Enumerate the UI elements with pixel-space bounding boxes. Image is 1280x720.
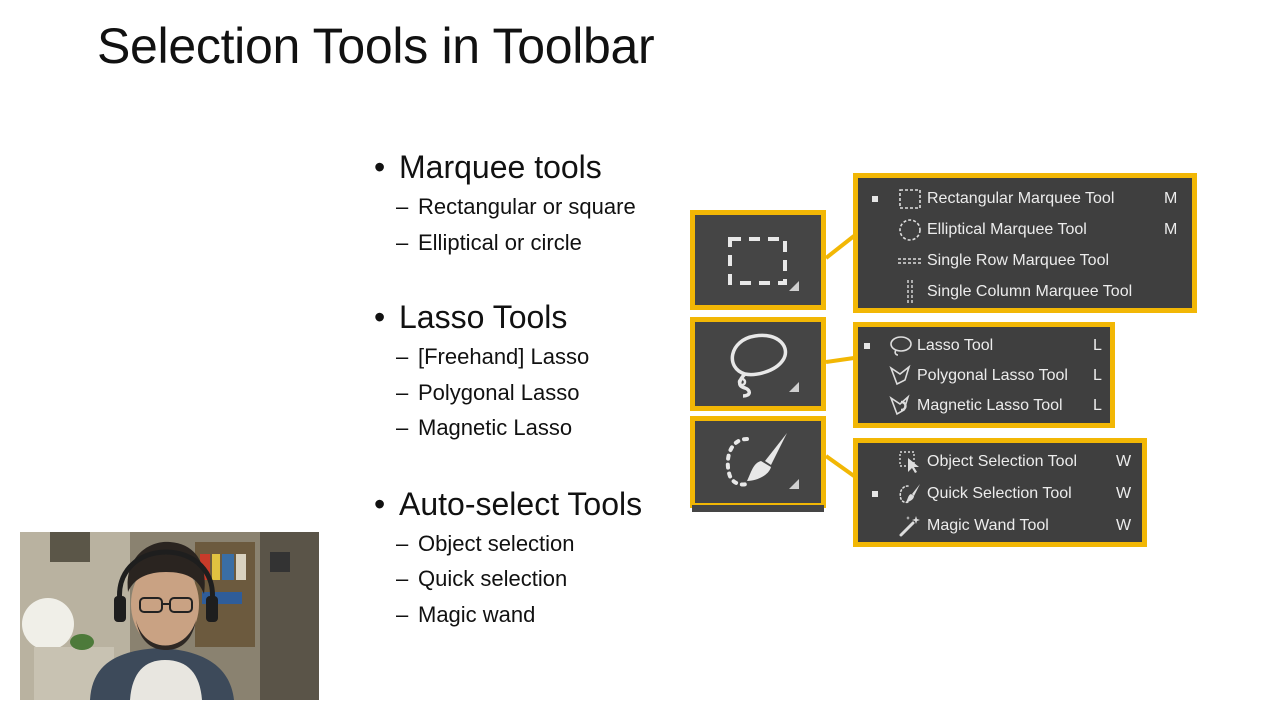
lasso-icon bbox=[730, 333, 788, 398]
selected-indicator bbox=[872, 196, 878, 202]
auto-select-flyout-menu: Object Selection Tool W Quick Selection … bbox=[853, 438, 1147, 547]
spacer bbox=[374, 260, 674, 295]
quick-selection-icon bbox=[899, 484, 920, 504]
slide-title: Selection Tools in Toolbar bbox=[97, 18, 655, 74]
bullet-subitem: –Rectangular or square bbox=[374, 189, 674, 225]
menu-item-label: Single Column Marquee Tool bbox=[927, 283, 1133, 300]
menu-item-label: Elliptical Marquee Tool bbox=[927, 221, 1087, 238]
menu-item-single-column-marquee[interactable]: Single Column Marquee Tool bbox=[858, 277, 1192, 307]
toolbar-edge bbox=[692, 505, 824, 512]
menu-item-quick-selection[interactable]: Quick Selection Tool W bbox=[858, 479, 1142, 509]
menu-item-elliptical-marquee[interactable]: Elliptical Marquee Tool M bbox=[858, 215, 1192, 245]
bullet-subitem: –Magnetic Lasso bbox=[374, 410, 674, 446]
shortcut-key: W bbox=[1116, 517, 1132, 534]
menu-item-label: Rectangular Marquee Tool bbox=[927, 190, 1115, 207]
dash: – bbox=[396, 566, 409, 591]
dash: – bbox=[396, 415, 409, 440]
bullet-heading: Auto-select Tools bbox=[374, 482, 674, 526]
dash: – bbox=[396, 601, 409, 627]
shortcut-key: M bbox=[1164, 221, 1178, 238]
shortcut-key: W bbox=[1116, 485, 1132, 502]
shortcut-key: L bbox=[1093, 397, 1102, 414]
quick-selection-tool-button[interactable] bbox=[690, 416, 826, 508]
selected-indicator bbox=[864, 343, 870, 349]
menu-item-rectangular-marquee[interactable]: Rectangular Marquee Tool M bbox=[858, 184, 1192, 214]
shortcut-key: M bbox=[1164, 190, 1178, 207]
dash: – bbox=[396, 229, 409, 255]
bullet-subitem-text: Quick selection bbox=[418, 566, 568, 591]
menu-item-label: Magic Wand Tool bbox=[927, 517, 1049, 534]
bullet-subitem: –[Freehand] Lasso bbox=[374, 339, 674, 375]
bullet-subitem-text: Rectangular or square bbox=[418, 194, 636, 219]
menu-item-label: Polygonal Lasso Tool bbox=[917, 367, 1068, 384]
bullet-group-marquee: Marquee tools –Rectangular or square –El… bbox=[374, 145, 674, 260]
connector-line bbox=[826, 234, 856, 260]
bullet-subitem: –Elliptical or circle bbox=[374, 225, 674, 261]
polygonal-lasso-icon bbox=[889, 364, 911, 386]
menu-item-single-row-marquee[interactable]: Single Row Marquee Tool bbox=[858, 246, 1192, 276]
spacer bbox=[374, 446, 674, 482]
menu-item-lasso[interactable]: Lasso Tool L bbox=[858, 331, 1110, 361]
bullet-list: Marquee tools –Rectangular or square –El… bbox=[374, 145, 674, 632]
bullet-group-lasso: Lasso Tools –[Freehand] Lasso –Polygonal… bbox=[374, 295, 674, 446]
presenter-video-image bbox=[20, 532, 319, 700]
magnetic-lasso-icon bbox=[889, 394, 910, 416]
bullet-heading: Marquee tools bbox=[374, 145, 674, 189]
selected-indicator bbox=[872, 491, 878, 497]
submenu-indicator-icon bbox=[789, 281, 799, 291]
dash: – bbox=[396, 344, 409, 369]
shortcut-key: L bbox=[1093, 337, 1102, 354]
rectangular-marquee-icon bbox=[728, 237, 787, 285]
presenter-webcam bbox=[20, 532, 319, 700]
menu-item-label: Single Row Marquee Tool bbox=[927, 252, 1110, 269]
bullet-subitem-text: Elliptical or circle bbox=[418, 229, 582, 255]
menu-item-object-selection[interactable]: Object Selection Tool W bbox=[858, 447, 1142, 477]
bullet-subitem: –Polygonal Lasso bbox=[374, 375, 674, 411]
magic-wand-icon bbox=[899, 516, 920, 537]
bullet-group-auto-select: Auto-select Tools –Object selection –Qui… bbox=[374, 482, 674, 633]
bullet-subitem: –Magic wand bbox=[374, 597, 674, 633]
bullet-subitem-text: Object selection bbox=[418, 530, 575, 556]
bullet-subitem: –Quick selection bbox=[374, 561, 674, 597]
menu-item-magic-wand[interactable]: Magic Wand Tool W bbox=[858, 511, 1142, 541]
bullet-subitem: –Object selection bbox=[374, 526, 674, 562]
submenu-indicator-icon bbox=[789, 382, 799, 392]
dash: – bbox=[396, 379, 409, 405]
dash: – bbox=[396, 530, 409, 556]
elliptical-marquee-icon bbox=[899, 219, 921, 241]
menu-item-label: Quick Selection Tool bbox=[927, 485, 1072, 502]
rectangular-marquee-icon bbox=[899, 189, 921, 209]
bullet-subitem-text: [Freehand] Lasso bbox=[418, 344, 590, 369]
lasso-tool-button[interactable] bbox=[690, 317, 826, 411]
menu-item-magnetic-lasso[interactable]: Magnetic Lasso Tool L bbox=[858, 391, 1110, 421]
marquee-flyout-menu: Rectangular Marquee Tool M Elliptical Ma… bbox=[853, 173, 1197, 313]
lasso-flyout-menu: Lasso Tool L Polygonal Lasso Tool L Magn… bbox=[853, 322, 1115, 428]
shortcut-key: W bbox=[1116, 453, 1132, 470]
bullet-subitem-text: Magic wand bbox=[418, 601, 536, 627]
menu-item-polygonal-lasso[interactable]: Polygonal Lasso Tool L bbox=[858, 361, 1110, 391]
connector-line bbox=[826, 454, 856, 478]
quick-selection-icon bbox=[725, 433, 787, 487]
menu-item-label: Magnetic Lasso Tool bbox=[917, 397, 1063, 414]
single-column-marquee-icon bbox=[907, 280, 913, 304]
menu-item-label: Lasso Tool bbox=[917, 337, 994, 354]
single-row-marquee-icon bbox=[898, 258, 922, 264]
shortcut-key: L bbox=[1093, 367, 1102, 384]
connector-line bbox=[826, 356, 855, 364]
marquee-tool-button[interactable] bbox=[690, 210, 826, 310]
bullet-heading: Lasso Tools bbox=[374, 295, 674, 339]
submenu-indicator-icon bbox=[789, 479, 799, 489]
bullet-subitem-text: Polygonal Lasso bbox=[418, 379, 580, 405]
bullet-subitem-text: Magnetic Lasso bbox=[418, 415, 573, 440]
object-selection-icon bbox=[899, 451, 919, 473]
lasso-icon bbox=[890, 336, 912, 356]
menu-item-label: Object Selection Tool bbox=[927, 453, 1078, 470]
dash: – bbox=[396, 194, 409, 219]
